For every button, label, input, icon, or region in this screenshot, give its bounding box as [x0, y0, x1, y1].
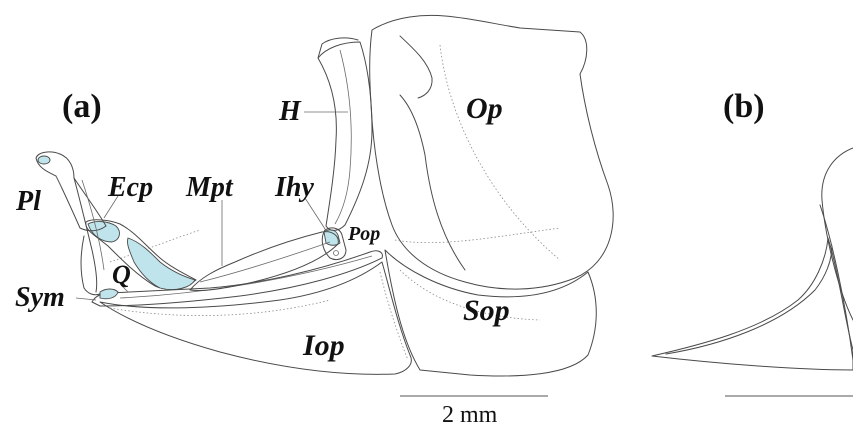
- label-pop: Pop: [347, 223, 380, 245]
- panel-b-suborbital-edge: [820, 205, 853, 360]
- preopercle-pore: [334, 251, 339, 256]
- ectopterygoid-highlight: [88, 222, 119, 242]
- panel-b-label: (b): [723, 88, 765, 125]
- panel-b-drawing: [652, 148, 853, 396]
- panel-b-jaw: [652, 238, 853, 370]
- label-pl: Pl: [15, 186, 41, 217]
- opercle-dotted-line-2: [395, 228, 560, 243]
- opercle-outline: [370, 15, 613, 289]
- label-mpt: Mpt: [185, 172, 234, 203]
- metapterygoid-inner: [200, 242, 330, 282]
- label-op: Op: [466, 92, 503, 125]
- label-sop: Sop: [463, 294, 510, 327]
- palatine-head-highlight: [38, 156, 50, 164]
- label-h: H: [278, 96, 302, 127]
- opercle-articular-notch: [400, 36, 432, 98]
- leader-sym: [76, 298, 96, 300]
- hyomandibular-head: [318, 38, 358, 58]
- label-ihy: Ihy: [274, 172, 314, 203]
- label-sym: Sym: [15, 282, 65, 313]
- quadrate-condyle: [100, 289, 118, 299]
- label-ecp: Ecp: [107, 172, 153, 203]
- leader-ihy: [305, 198, 327, 232]
- quadrate-highlight: [127, 238, 195, 290]
- scale-bar-label: 2 mm: [442, 402, 498, 427]
- hyomandibular-inner: [335, 50, 351, 224]
- panel-b-opercle-edge: [822, 148, 853, 320]
- leader-pl: [56, 176, 62, 188]
- opercle-inner-curve: [400, 95, 465, 270]
- label-iop: Iop: [302, 329, 345, 362]
- panel-b-jaw-inner: [666, 246, 832, 354]
- panel-a-label: (a): [62, 88, 102, 125]
- interopercle-dotted-2: [380, 272, 408, 360]
- label-q: Q: [112, 260, 131, 289]
- opercle-dotted-line: [440, 45, 560, 260]
